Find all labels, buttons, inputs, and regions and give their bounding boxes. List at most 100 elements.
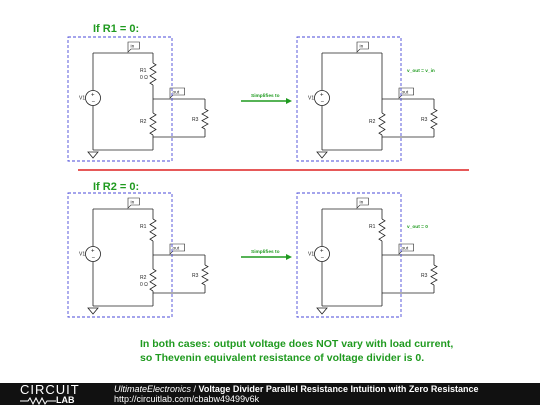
source-plus-sign: + [91, 249, 95, 255]
label-r3: R3 [421, 117, 428, 123]
label-r1-zero-ohm: 0 Ω [140, 75, 148, 81]
label-v1: V1 [79, 252, 85, 258]
simplifies-label: Simplifies to [251, 93, 280, 99]
simplifies-label: Simplifies to [251, 249, 280, 255]
voltage-source-v1: +− [85, 246, 101, 262]
logo-text-circuit: CIRCUIT [20, 382, 80, 397]
conclusion-line-2: so Thevenin equivalent resistance of vol… [140, 352, 425, 364]
resistor-r2 [149, 268, 157, 292]
resistor-zigzag [430, 264, 438, 286]
dashed-boundary-box [67, 36, 173, 162]
ground-triangle [87, 307, 99, 315]
node-flag-label: in [131, 200, 135, 206]
resistor-r1 [149, 218, 157, 242]
label-v1: V1 [79, 96, 85, 102]
resistor-zigzag [430, 108, 438, 130]
source-plus-sign: + [320, 93, 324, 99]
simplifies-arrow: Simplifies to [241, 93, 292, 104]
source-plus-sign: + [91, 93, 95, 99]
resistor-zigzag [149, 62, 157, 86]
label-r1: R1 [140, 224, 147, 230]
node-flag-label: in [131, 44, 135, 50]
voltage-source-v1: +− [85, 90, 101, 106]
footer-circuit-title: Voltage Divider Parallel Resistance Intu… [198, 384, 479, 394]
node-flag-box [127, 197, 140, 209]
resistor-zigzag [201, 108, 209, 130]
ground-triangle [87, 151, 99, 159]
footer-separator: / [191, 384, 199, 394]
node-flag-in: in [127, 197, 140, 209]
dashed-boundary-box [296, 192, 402, 318]
vout-note: v_out = v_in [407, 68, 435, 74]
label-r2: R2 [140, 275, 147, 281]
label-r2-zero-ohm: 0 Ω [140, 282, 148, 288]
resistor-r1 [149, 62, 157, 86]
node-flag-in: in [127, 41, 140, 53]
node-flag-label: out [173, 90, 180, 96]
section-title-r1-zero: If R1 = 0: [93, 23, 140, 35]
node-flag-box [127, 41, 140, 53]
vout-note: v_out = 0 [407, 224, 428, 230]
resistor-logo-icon [20, 397, 56, 405]
node-flag-box [356, 41, 369, 53]
node-flag-out: out [398, 243, 414, 255]
footer-title-line: UltimateElectronics / Voltage Divider Pa… [114, 384, 478, 395]
resistor-r3 [201, 264, 209, 286]
node-flag-label: in [360, 200, 364, 206]
label-r3: R3 [421, 273, 428, 279]
label-r2: R2 [369, 119, 376, 125]
node-flag-label: out [402, 90, 409, 96]
node-flag-out: out [169, 243, 185, 255]
resistor-r1 [378, 218, 386, 242]
ground-symbol [316, 151, 328, 159]
ground-triangle [316, 307, 328, 315]
footer-brand-link[interactable]: UltimateElectronics [114, 384, 192, 394]
label-r1: R1 [369, 224, 376, 230]
conclusion-line-1: In both cases: output voltage does NOT v… [140, 338, 454, 350]
node-flag-box [398, 87, 414, 99]
resistor-r2 [378, 112, 386, 136]
circuitlab-logo[interactable]: CIRCUIT LAB [20, 383, 96, 405]
dashed-boundary-box [67, 192, 173, 318]
source-minus-sign: − [321, 256, 325, 262]
resistor-r3 [430, 108, 438, 130]
node-flag-box [169, 243, 185, 255]
node-flag-label: in [360, 44, 364, 50]
ground-triangle [316, 151, 328, 159]
label-r1: R1 [140, 68, 147, 74]
node-flag-out: out [169, 87, 185, 99]
node-flag-label: out [402, 246, 409, 252]
source-minus-sign: − [321, 100, 325, 106]
node-flag-box [398, 243, 414, 255]
arrow-head [286, 254, 292, 260]
node-flag-out: out [398, 87, 414, 99]
resistor-zigzag [149, 268, 157, 292]
source-minus-sign: − [92, 100, 96, 106]
resistor-zigzag [378, 112, 386, 136]
simplifies-arrow: Simplifies to [241, 249, 292, 260]
resistor-r3 [201, 108, 209, 130]
source-minus-sign: − [92, 256, 96, 262]
resistor-r2 [149, 112, 157, 136]
label-r2: R2 [140, 119, 147, 125]
node-flag-in: in [356, 41, 369, 53]
resistor-zigzag [201, 264, 209, 286]
ground-symbol [87, 307, 99, 315]
voltage-source-v1: +− [314, 246, 330, 262]
node-flag-in: in [356, 197, 369, 209]
footer-bar: CIRCUIT LAB UltimateElectronics / Voltag… [0, 383, 540, 405]
section-title-r2-zero: If R2 = 0: [93, 181, 140, 193]
footer-url-link[interactable]: http://circuitlab.com/cbabw49499v6k [114, 394, 260, 404]
resistor-zigzag [149, 218, 157, 242]
ground-symbol [87, 151, 99, 159]
resistor-r3 [430, 264, 438, 286]
label-v1: V1 [308, 96, 314, 102]
voltage-source-v1: +− [314, 90, 330, 106]
label-r3: R3 [192, 273, 199, 279]
arrow-head [286, 98, 292, 104]
logo-text-lab: LAB [56, 395, 75, 405]
